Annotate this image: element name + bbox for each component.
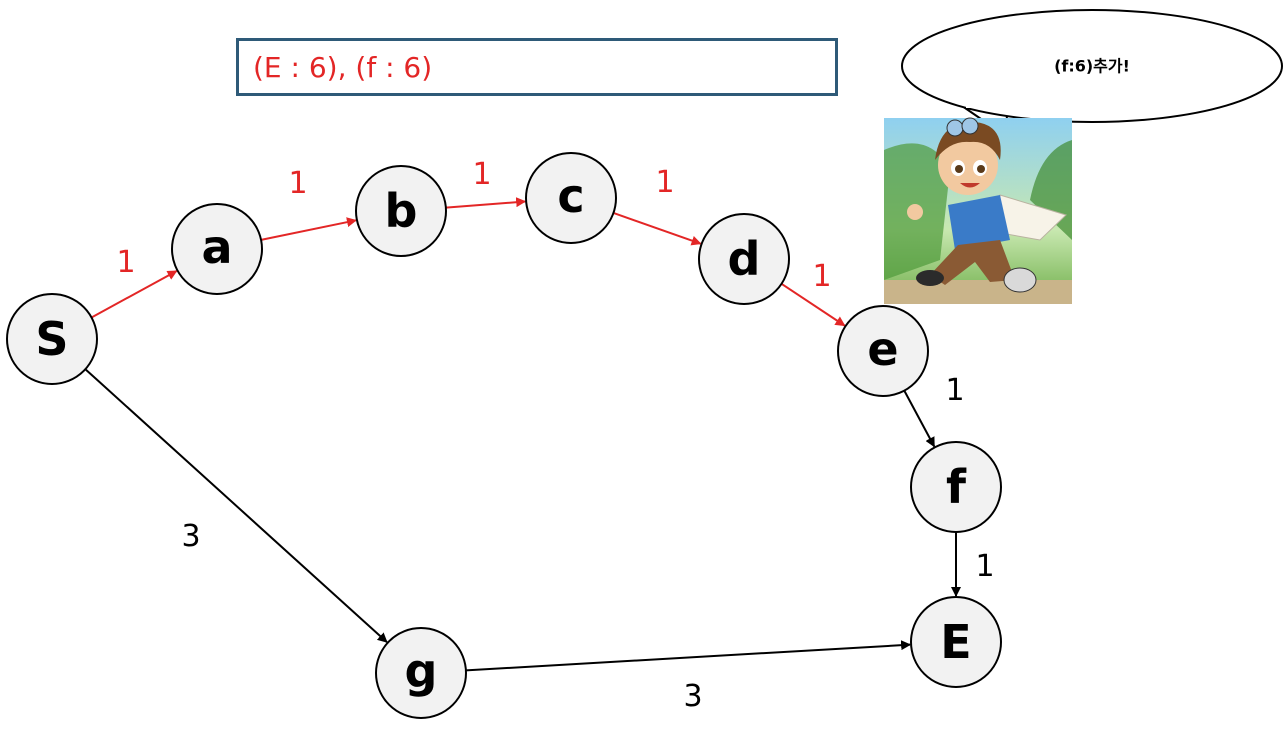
- node-a: a: [171, 203, 263, 295]
- speech-bubble: (f:6)추가!: [901, 9, 1283, 136]
- node-d: d: [698, 213, 790, 305]
- node-circle-b: [355, 165, 447, 257]
- edge-a-b: [260, 217, 357, 241]
- node-circle-g: [375, 627, 467, 719]
- node-e: e: [837, 305, 929, 397]
- edge-weight-a-b: 1: [288, 166, 307, 201]
- node-label-E: E: [940, 615, 971, 669]
- edge-weight-b-c: 1: [472, 157, 491, 192]
- edge-weight-d-e: 1: [812, 259, 831, 294]
- node-label-c: c: [557, 169, 584, 223]
- edge-weight-e-f: 1: [945, 373, 964, 408]
- node-circle-S: [6, 293, 98, 385]
- edge-d-e: [780, 283, 846, 327]
- edge-weight-c-d: 1: [655, 165, 674, 200]
- edge-b-c: [445, 197, 527, 209]
- edge-weight-S-a: 1: [116, 245, 135, 280]
- node-f: f: [910, 441, 1002, 533]
- node-b: b: [355, 165, 447, 257]
- status-box: (E : 6), (f : 6): [236, 38, 838, 96]
- edge-e-f: [903, 390, 936, 448]
- edge-weight-g-E: 3: [683, 679, 702, 714]
- edge-S-a: [91, 270, 178, 319]
- node-c: c: [525, 152, 617, 244]
- node-circle-c: [525, 152, 617, 244]
- running-boy-illustration: [884, 117, 1072, 304]
- node-E: E: [910, 596, 1002, 688]
- speech-bubble-text: (f:6)추가!: [1054, 57, 1130, 76]
- edge-S-g: [84, 368, 388, 643]
- node-label-S: S: [35, 312, 68, 366]
- node-circle-a: [171, 203, 263, 295]
- edge-weight-S-g: 3: [181, 519, 200, 554]
- node-label-d: d: [728, 232, 761, 286]
- edge-weight-f-E: 1: [975, 549, 994, 584]
- node-circle-E: [910, 596, 1002, 688]
- node-label-g: g: [405, 644, 438, 698]
- node-label-f: f: [946, 460, 967, 514]
- status-text: (E : 6), (f : 6): [253, 50, 433, 84]
- node-circle-e: [837, 305, 929, 397]
- edge-c-d: [613, 212, 702, 246]
- node-g: g: [375, 627, 467, 719]
- edge-g-E: [465, 640, 912, 672]
- node-label-b: b: [385, 184, 418, 238]
- node-label-e: e: [867, 322, 898, 376]
- node-S: S: [6, 293, 98, 385]
- node-circle-d: [698, 213, 790, 305]
- node-label-a: a: [201, 220, 232, 274]
- node-circle-f: [910, 441, 1002, 533]
